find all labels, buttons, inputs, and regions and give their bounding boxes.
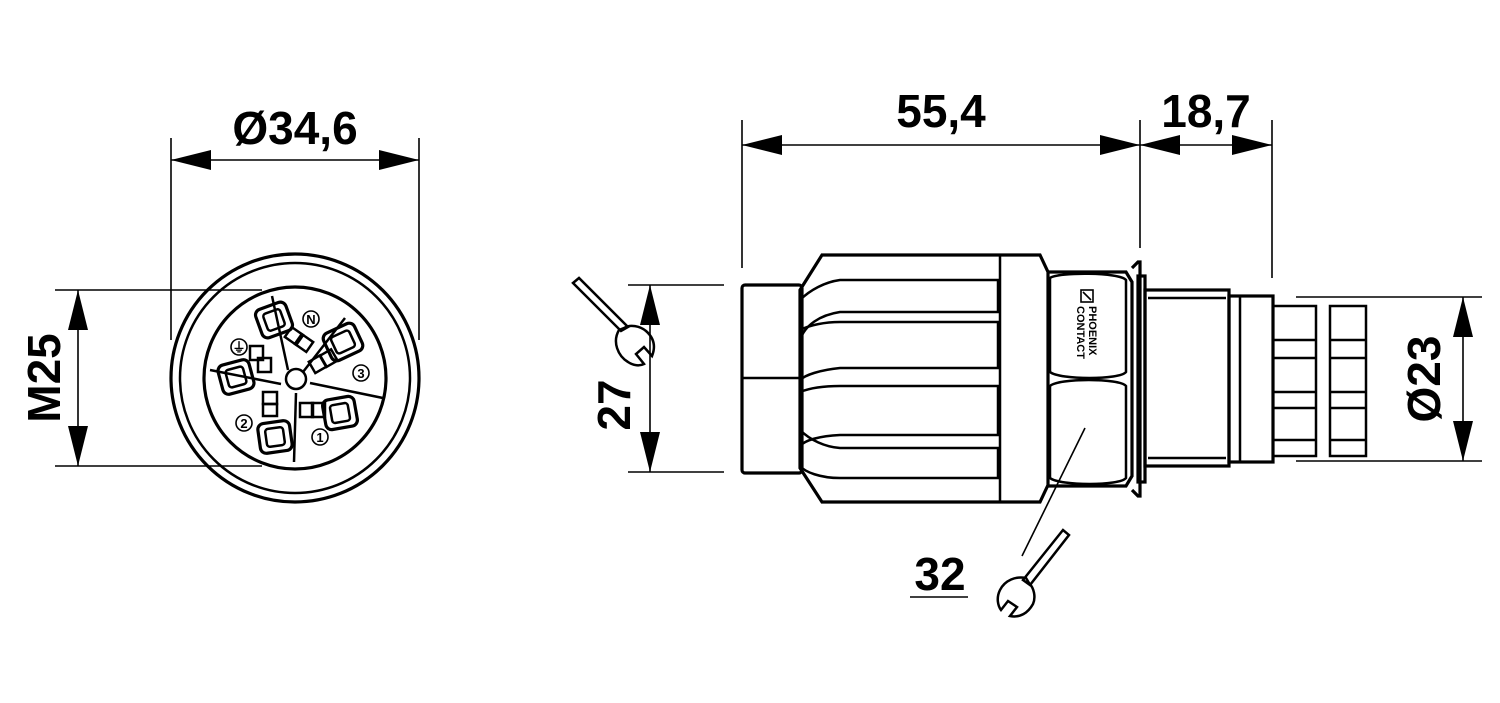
wrench-large-label: 32 xyxy=(914,548,965,600)
connector-face: N 3 ⏚ 2 1 xyxy=(169,252,421,504)
dimension-length: 55,4 18,7 xyxy=(741,85,1273,278)
wrench-icon xyxy=(571,276,656,367)
earth-symbol: ⏚ xyxy=(232,340,245,355)
thread-label: M25 xyxy=(18,333,70,422)
front-view: Ø34,6 M25 xyxy=(18,102,421,504)
dimension-wrench-27: 27 xyxy=(571,276,724,473)
side-view: 55,4 18,7 Ø23 27 xyxy=(571,85,1482,618)
dimension-front-diameter: Ø34,6 xyxy=(170,102,420,340)
dimension-thread: M25 xyxy=(18,289,262,467)
wrench-icon-large xyxy=(996,528,1071,618)
pin-3-label: 3 xyxy=(357,366,364,381)
terminal-screw-earth xyxy=(216,358,256,396)
terminal-screw-3 xyxy=(321,321,365,363)
brand-line2: CONTACT xyxy=(1074,306,1086,359)
connector-body: PHOENIX CONTACT xyxy=(740,253,1368,504)
brand-line1: PHOENIX xyxy=(1086,306,1098,356)
terminal-screw-2 xyxy=(256,419,294,455)
pin-1-label: 1 xyxy=(316,430,323,445)
dimension-right-diameter: Ø23 xyxy=(1296,296,1482,462)
dimension-wrench-32: 32 xyxy=(910,427,1086,618)
pin-2-label: 2 xyxy=(240,416,247,431)
phoenix-contact-logo: PHOENIX CONTACT xyxy=(1074,289,1098,359)
wrench-small-label: 27 xyxy=(588,379,640,430)
terminal-screw-n xyxy=(253,300,295,340)
front-length-label: 18,7 xyxy=(1161,85,1251,137)
front-diameter-label: Ø34,6 xyxy=(232,102,357,154)
terminal-screw-1 xyxy=(320,394,360,432)
right-diameter-label: Ø23 xyxy=(1398,336,1450,423)
pin-n-label: N xyxy=(306,312,315,327)
length-label: 55,4 xyxy=(896,85,986,137)
